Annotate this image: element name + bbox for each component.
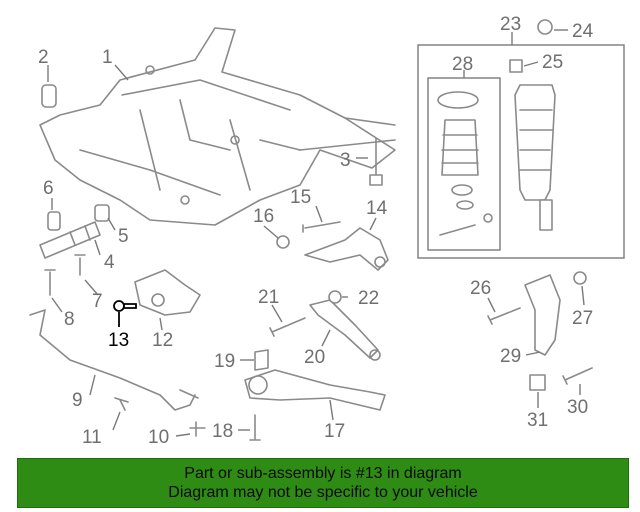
- callout-24: 24: [572, 21, 594, 42]
- callout-2: 2: [38, 47, 49, 68]
- part-bracket-29[interactable]: [524, 274, 561, 356]
- callout-31: 31: [527, 410, 548, 431]
- part-nut-27[interactable]: [573, 271, 587, 285]
- part-bolt-3[interactable]: [369, 137, 383, 186]
- part-bushing-5[interactable]: [94, 204, 110, 222]
- callout-29: 29: [500, 346, 521, 367]
- part-lower-control-arm[interactable]: [244, 369, 386, 411]
- callout-labels: 2 1 3 4 5 6 7 8 9 10 11 12 13 14 15 16 1…: [38, 14, 594, 448]
- part-air-strut-assembly[interactable]: [417, 44, 625, 259]
- part-stabilizer-bar[interactable]: [29, 309, 199, 411]
- callout-4: 4: [104, 252, 115, 273]
- part-boot-kit[interactable]: [427, 77, 501, 251]
- callout-3: 3: [340, 150, 351, 171]
- callout-20: 20: [304, 347, 325, 368]
- part-nut-25[interactable]: [509, 59, 523, 73]
- callout-14: 14: [366, 198, 388, 219]
- parts-diagram: 2 1 3 4 5 6 7 8 9 10 11 12 13 14 15 16 1…: [29, 14, 625, 448]
- part-nut-16[interactable]: [276, 235, 290, 249]
- part-nut-22[interactable]: [328, 290, 342, 304]
- part-bolt-11[interactable]: [114, 397, 129, 411]
- callout-8: 8: [64, 309, 75, 330]
- callout-28: 28: [452, 54, 473, 75]
- part-lower-arm-20[interactable]: [309, 299, 381, 361]
- part-mount-12[interactable]: [134, 269, 201, 316]
- callout-26: 26: [470, 278, 491, 299]
- part-bracket-19[interactable]: [254, 349, 269, 371]
- part-bolt-18[interactable]: [249, 414, 261, 441]
- part-bolt-10[interactable]: [189, 421, 206, 437]
- callout-19: 19: [214, 351, 235, 372]
- part-bolt-26[interactable]: [487, 307, 521, 325]
- callout-16: 16: [253, 206, 274, 227]
- banner-line-2: Diagram may not be specific to your vehi…: [168, 484, 478, 501]
- part-nut-24[interactable]: [537, 19, 553, 35]
- callout-11: 11: [82, 427, 102, 448]
- callout-23: 23: [500, 14, 521, 35]
- callout-25: 25: [542, 52, 563, 73]
- callout-15: 15: [290, 187, 311, 208]
- part-bolt-7[interactable]: [74, 254, 86, 276]
- callout-7: 7: [92, 291, 103, 312]
- callout-22: 22: [358, 288, 379, 309]
- callout-1: 1: [102, 47, 113, 68]
- part-bolt-30[interactable]: [562, 367, 593, 385]
- callout-12: 12: [152, 330, 173, 351]
- info-banner: Part or sub-assembly is #13 in diagram D…: [17, 458, 629, 508]
- part-bushing-31[interactable]: [529, 374, 546, 391]
- part-bolt-21[interactable]: [269, 317, 306, 337]
- part-bushing-2[interactable]: [41, 84, 57, 108]
- callout-13[interactable]: 13: [108, 330, 129, 351]
- part-upper-control-arm[interactable]: [304, 227, 389, 271]
- callout-21: 21: [258, 287, 279, 308]
- callout-18: 18: [212, 421, 233, 442]
- banner-line-1: Part or sub-assembly is #13 in diagram: [184, 465, 462, 482]
- part-bracket-4[interactable]: [39, 221, 101, 259]
- part-bolt-13[interactable]: [113, 300, 137, 312]
- callout-27: 27: [572, 308, 593, 329]
- callout-10: 10: [148, 427, 169, 448]
- callout-5: 5: [118, 226, 129, 247]
- part-bolt-8[interactable]: [44, 269, 56, 296]
- leader-lines: [47, 29, 585, 437]
- callout-30: 30: [567, 397, 588, 418]
- part-bolt-15[interactable]: [302, 221, 341, 233]
- callout-6: 6: [43, 178, 54, 199]
- callout-17: 17: [324, 421, 345, 442]
- part-bushing-6[interactable]: [47, 211, 61, 231]
- part-subframe[interactable]: [39, 27, 396, 226]
- callout-9: 9: [72, 390, 83, 411]
